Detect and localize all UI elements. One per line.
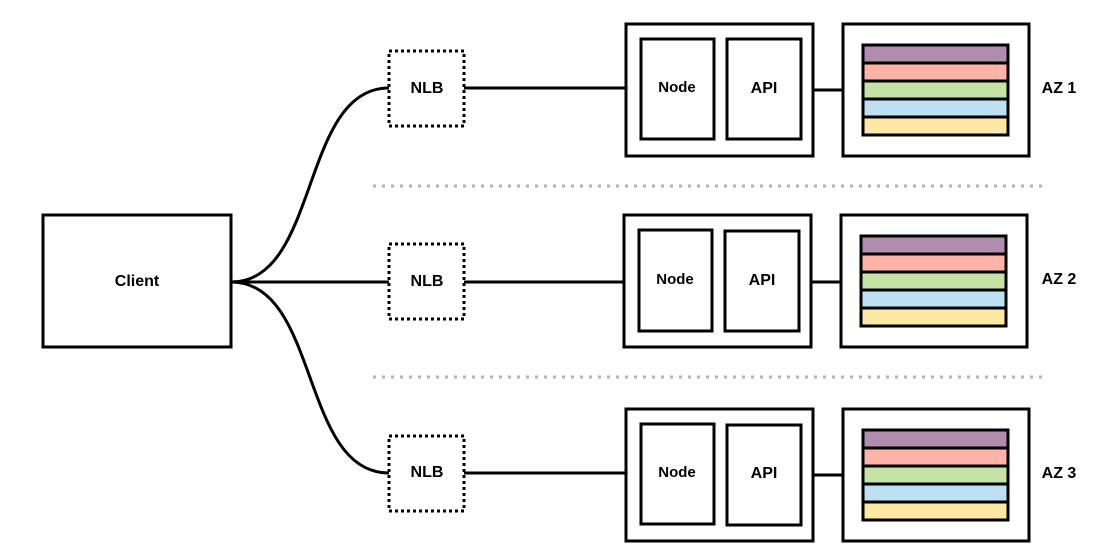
az-label: AZ 2 <box>1042 271 1077 288</box>
client-box: Client <box>41 213 233 349</box>
nlb-box <box>387 49 466 128</box>
az-label: AZ 3 <box>1042 465 1077 482</box>
node-box <box>637 228 714 333</box>
storage-stripe <box>861 464 1010 486</box>
node-label: Node <box>658 79 696 96</box>
storage-stripe <box>859 270 1008 292</box>
nlb-label: NLB <box>411 80 444 97</box>
storage-stripe <box>861 79 1010 101</box>
connector-client-nlb-3 <box>230 280 390 475</box>
az-label: AZ 1 <box>1042 80 1077 97</box>
nlb-box <box>387 242 466 321</box>
api-label: API <box>751 80 778 97</box>
storage-stack <box>861 43 1010 137</box>
api-label: API <box>749 272 776 289</box>
nlb-label: NLB <box>411 464 444 481</box>
connector-client-nlb-1 <box>230 86 390 284</box>
node-label: Node <box>656 271 694 288</box>
storage-stripe <box>859 288 1008 310</box>
storage-stripe <box>861 115 1010 137</box>
storage-stripe <box>861 43 1010 65</box>
node-box <box>639 37 716 141</box>
storage-stack <box>861 428 1010 522</box>
api-label: API <box>751 465 778 482</box>
nlb-label: NLB <box>411 273 444 290</box>
storage-stack <box>859 234 1008 328</box>
az-row-2: NLB Node API AZ 2 <box>387 213 1077 349</box>
az-row-3: NLB Node API AZ 3 <box>387 407 1077 543</box>
storage-stripe <box>859 252 1008 274</box>
api-box <box>725 423 803 527</box>
storage-stripe <box>861 428 1010 450</box>
api-box <box>725 37 803 141</box>
storage-stripe <box>859 306 1008 328</box>
az-row-1: NLB Node API AZ 1 <box>387 22 1077 158</box>
storage-stripe <box>861 482 1010 504</box>
client-label: Client <box>115 273 160 290</box>
storage-stripe <box>861 500 1010 522</box>
storage-stripe <box>861 97 1010 119</box>
nlb-box <box>387 434 466 513</box>
storage-stripe <box>861 446 1010 468</box>
node-label: Node <box>658 464 696 481</box>
storage-stripe <box>859 234 1008 256</box>
node-box <box>639 422 716 526</box>
storage-stripe <box>861 61 1010 83</box>
api-box <box>723 229 801 333</box>
